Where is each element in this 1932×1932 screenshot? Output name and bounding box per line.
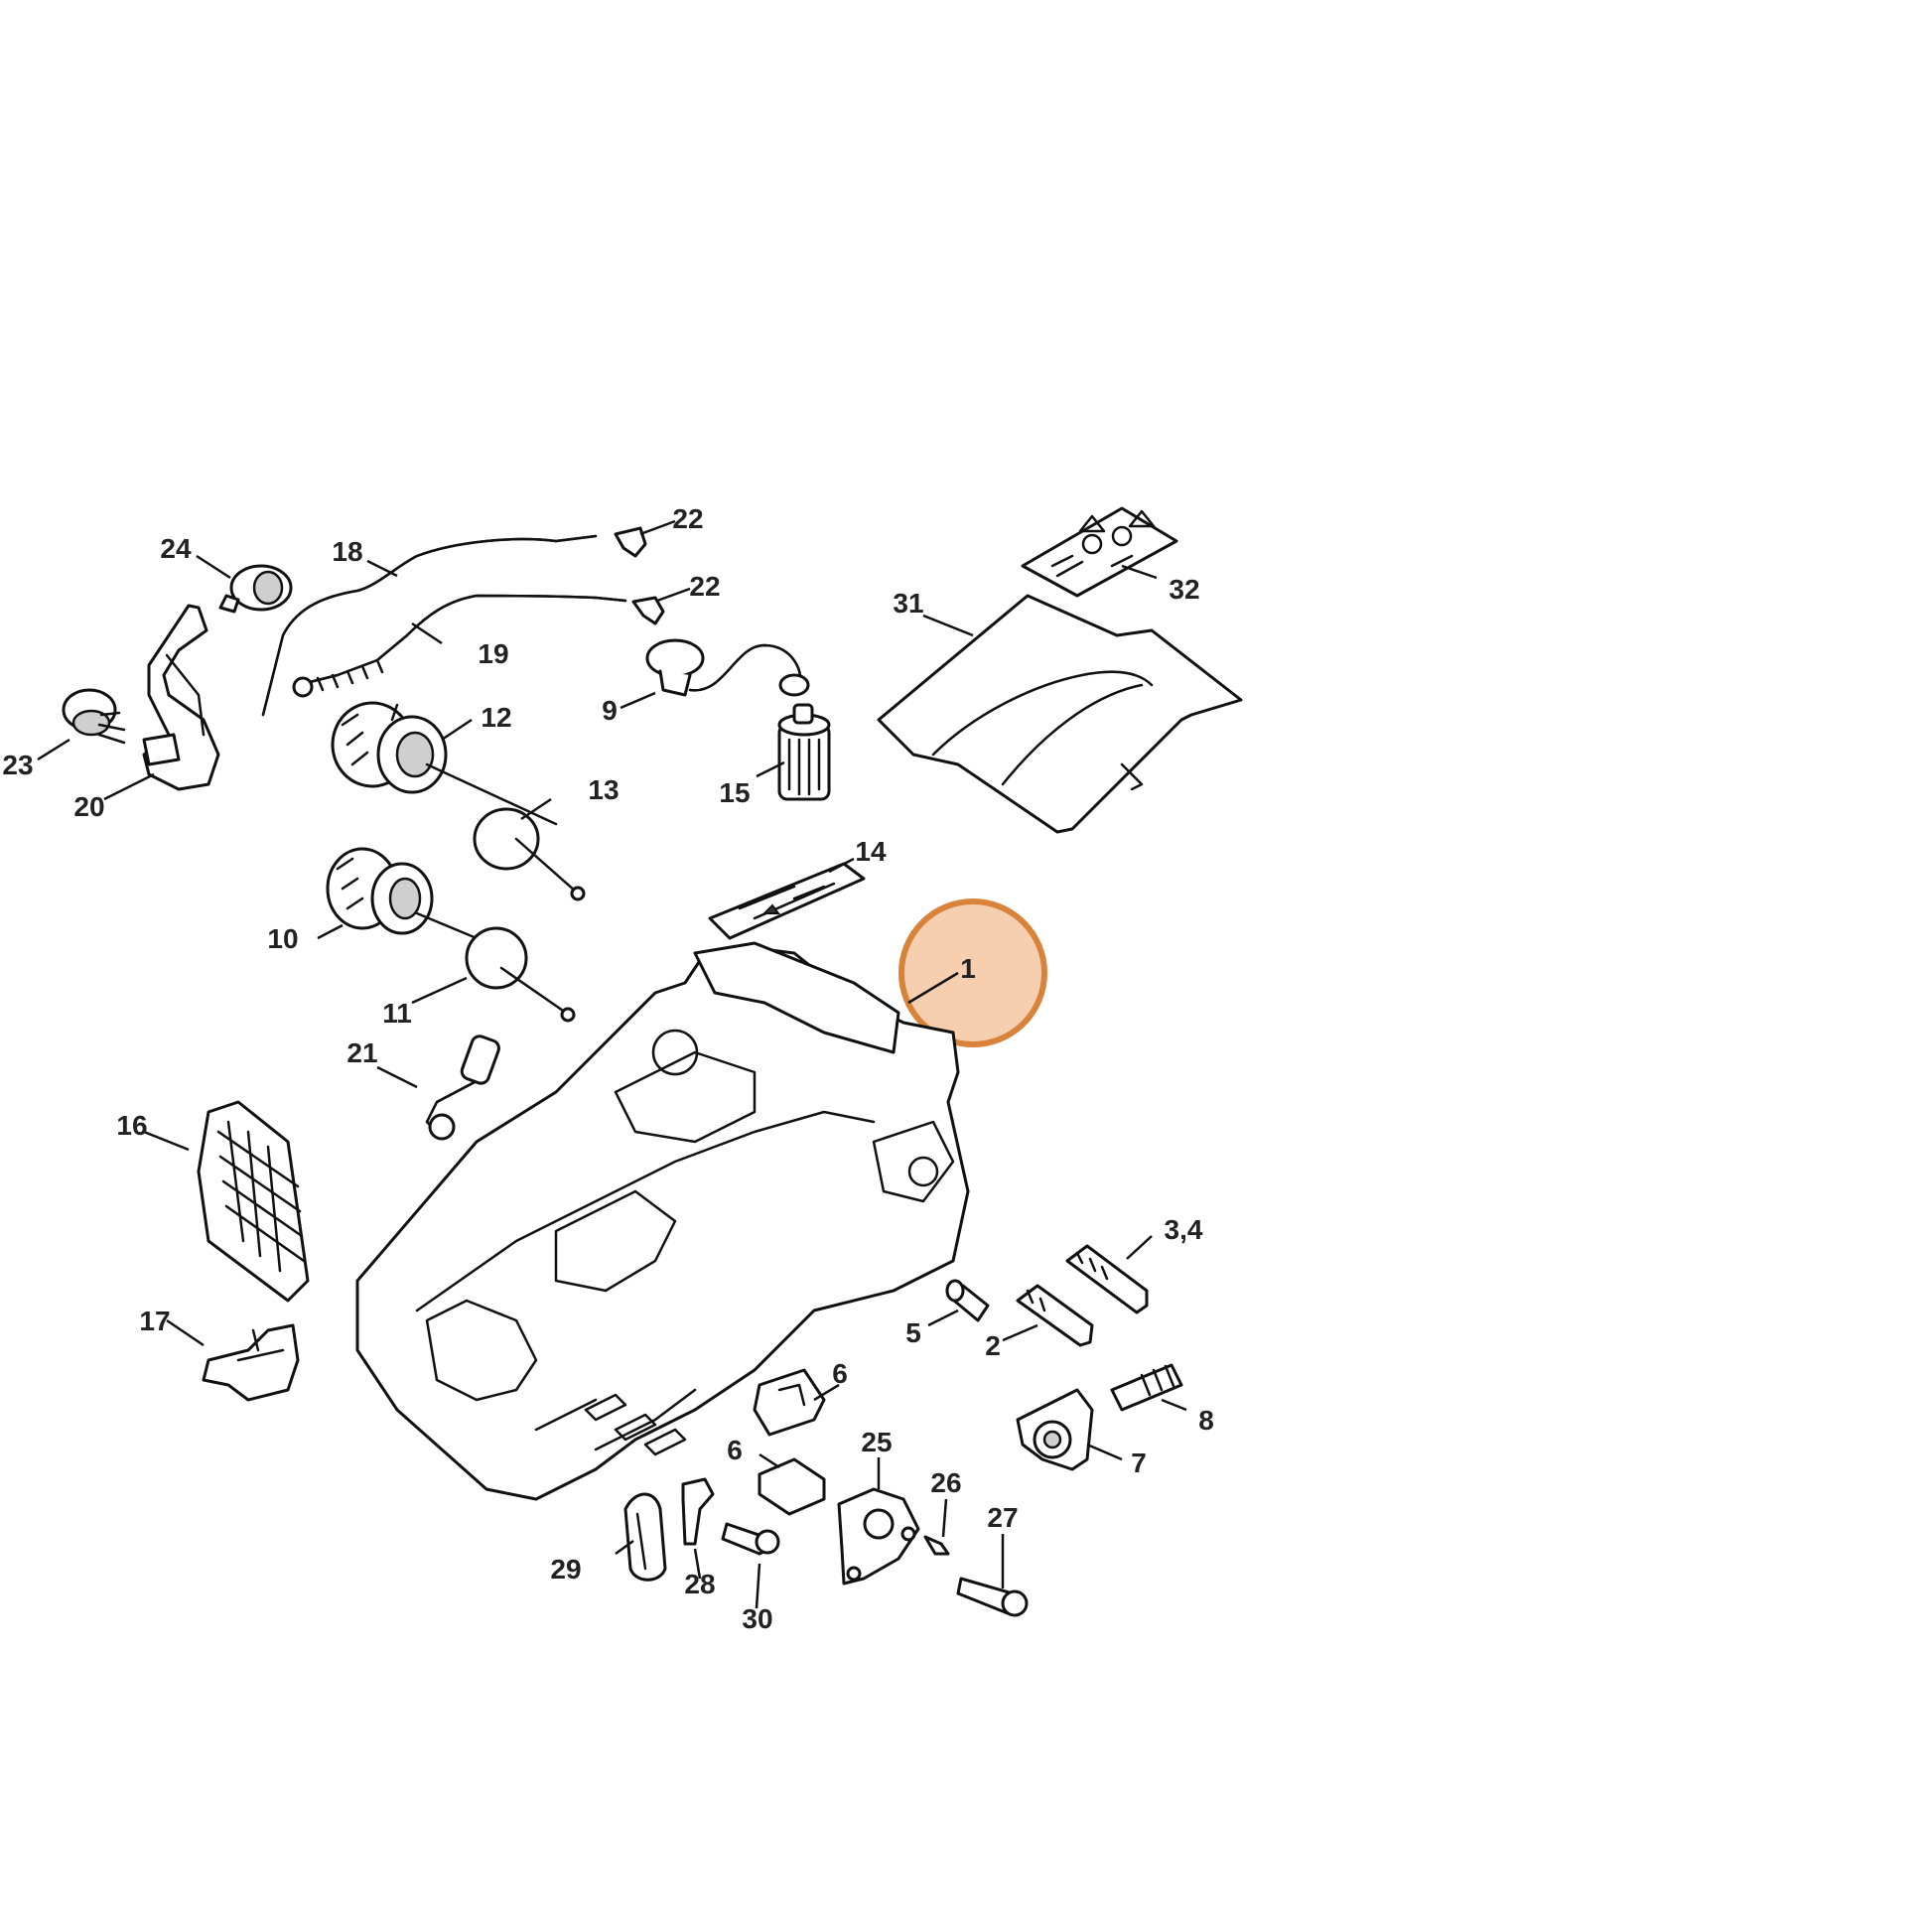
part-bolt-2[interactable] [1016,1284,1094,1347]
part-insert-8[interactable] [1110,1363,1183,1412]
callout-10[interactable]: 10 [267,923,298,954]
part-screw-26[interactable] [923,1535,950,1556]
part-fitting-22b[interactable] [631,596,665,625]
part-bracket-17[interactable] [202,1323,300,1402]
callout-18[interactable]: 18 [332,536,362,567]
part-pickup-head[interactable] [218,564,293,614]
callout-15[interactable]: 15 [719,777,750,808]
callout-24[interactable]: 24 [160,533,192,564]
part-handle-bracket[interactable] [142,604,220,791]
part-plate-25[interactable] [837,1487,920,1586]
callout-14[interactable]: 14 [855,836,887,867]
part-housing[interactable] [355,941,970,1501]
callout-20[interactable]: 20 [73,791,104,822]
part-connector-21[interactable] [425,1035,501,1141]
callout-21[interactable]: 21 [346,1037,377,1068]
callout-1[interactable]: 1 [960,953,976,984]
part-pickup-9[interactable] [645,638,810,697]
callout-31[interactable]: 31 [893,588,923,619]
part-decal[interactable] [1021,506,1178,598]
callout-25[interactable]: 25 [861,1427,892,1457]
callout-28[interactable]: 28 [684,1569,715,1599]
part-screw-27[interactable] [956,1577,1029,1617]
callout-7[interactable]: 7 [1131,1448,1147,1478]
part-oring-11[interactable] [465,926,576,1023]
part-damper-6b[interactable] [758,1457,826,1516]
part-filter[interactable] [777,703,831,801]
callout-23[interactable]: 23 [2,750,33,780]
part-sleeve[interactable] [945,1279,990,1322]
callout-8[interactable]: 8 [1198,1405,1214,1436]
callout-labels: 1 2 3,4 5 6 6 7 8 9 10 11 12 13 14 15 16… [2,503,1213,1634]
part-cover[interactable] [877,594,1243,834]
callout-3-4[interactable]: 3,4 [1165,1214,1203,1245]
callout-26[interactable]: 26 [930,1467,961,1498]
callout-2[interactable]: 2 [985,1330,1001,1361]
part-hose-19[interactable] [292,594,627,698]
callout-30[interactable]: 30 [742,1603,772,1634]
part-tensioner[interactable] [1016,1388,1094,1471]
part-gasket-29[interactable] [623,1492,667,1582]
part-bolt-34[interactable] [1065,1244,1149,1314]
part-label[interactable] [708,862,866,940]
part-oring-13[interactable] [473,807,586,901]
callout-11[interactable]: 11 [382,998,412,1029]
callout-29[interactable]: 29 [550,1554,581,1585]
part-valve[interactable] [62,688,126,745]
callout-5[interactable]: 5 [905,1317,921,1348]
callout-13[interactable]: 13 [588,774,619,805]
callout-19[interactable]: 19 [478,638,508,669]
callout-16[interactable]: 16 [116,1110,147,1141]
callout-22b[interactable]: 22 [689,571,720,602]
part-bracket-28[interactable] [681,1477,715,1546]
part-oil-pump-10[interactable] [326,847,479,940]
part-oil-pump-12[interactable] [331,701,558,826]
leader-lines [37,519,1187,1609]
callout-6b[interactable]: 6 [727,1435,743,1465]
part-screw-30[interactable] [721,1522,780,1556]
callout-12[interactable]: 12 [481,702,511,733]
callout-22a[interactable]: 22 [672,503,703,534]
part-hose-18[interactable] [261,534,598,717]
callout-9[interactable]: 9 [602,695,618,726]
callout-27[interactable]: 27 [987,1502,1018,1533]
callout-32[interactable]: 32 [1169,574,1199,605]
highlight-circle [898,898,1047,1047]
part-grille[interactable] [197,1100,310,1303]
callout-17[interactable]: 17 [139,1306,170,1336]
callout-6a[interactable]: 6 [832,1358,848,1389]
part-damper-6a[interactable] [753,1368,826,1437]
part-fitting-22a[interactable] [614,526,647,558]
